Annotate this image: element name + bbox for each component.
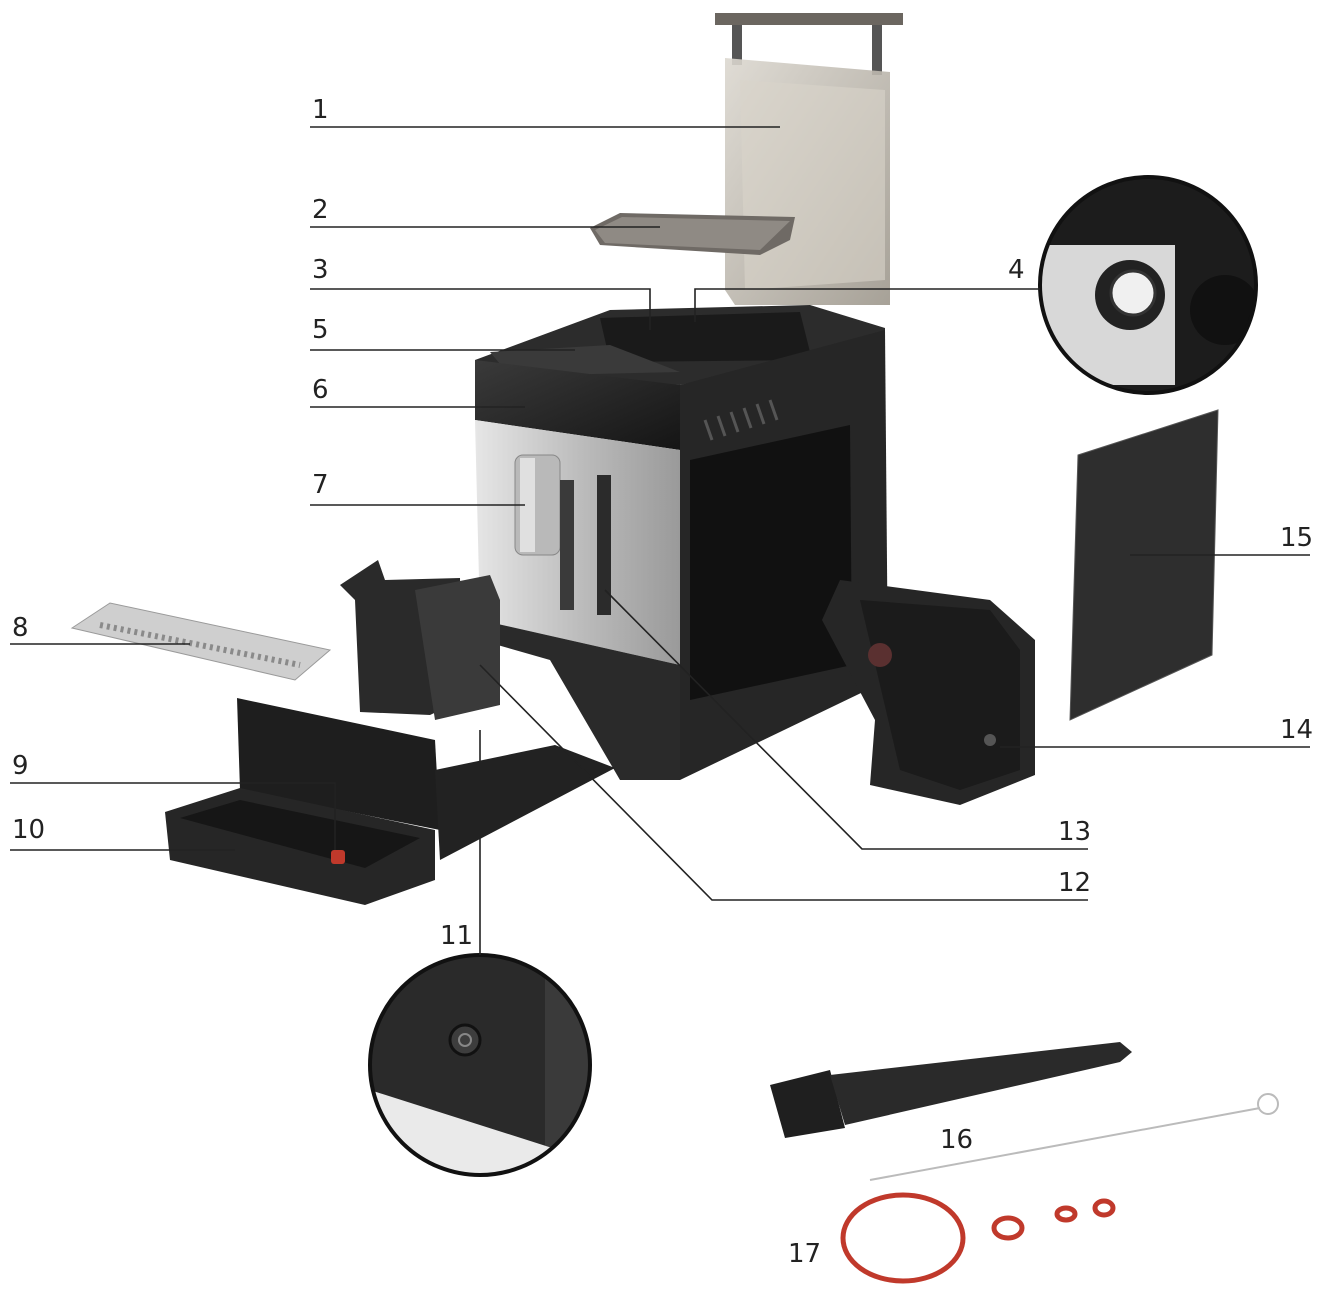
label-15: 15 [1280, 523, 1313, 553]
label-1: 1 [312, 95, 329, 125]
drip-grid [70, 602, 332, 681]
label-12: 12 [1058, 868, 1091, 898]
label-13: 13 [1058, 817, 1091, 847]
side-door [1069, 409, 1219, 721]
label-11: 11 [440, 921, 473, 951]
label-10: 10 [12, 815, 45, 845]
brewing-unit [822, 580, 1035, 805]
label-5: 5 [312, 315, 329, 345]
cleaning-brush [770, 1042, 1279, 1181]
drip-tray [165, 698, 615, 905]
water-tank [715, 13, 903, 305]
seal-rings [840, 1192, 1116, 1284]
leader-lines [10, 126, 1310, 955]
label-8: 8 [12, 613, 29, 643]
water-tank-lid-plate [590, 213, 795, 255]
grounds-container [340, 560, 500, 720]
machine-body [475, 305, 888, 780]
part-labels: 1 2 3 4 5 6 7 8 9 10 11 12 13 14 15 16 1… [12, 95, 1313, 1269]
label-3: 3 [312, 255, 329, 285]
label-2: 2 [312, 195, 329, 225]
label-6: 6 [312, 375, 329, 405]
power-button-callout [368, 953, 592, 1177]
label-17: 17 [788, 1239, 821, 1269]
label-9: 9 [12, 751, 29, 781]
label-7: 7 [312, 470, 329, 500]
label-16: 16 [940, 1125, 973, 1155]
grind-knob-callout [1038, 175, 1258, 395]
float-indicator [331, 850, 345, 864]
label-4: 4 [1008, 255, 1025, 285]
label-14: 14 [1280, 715, 1313, 745]
